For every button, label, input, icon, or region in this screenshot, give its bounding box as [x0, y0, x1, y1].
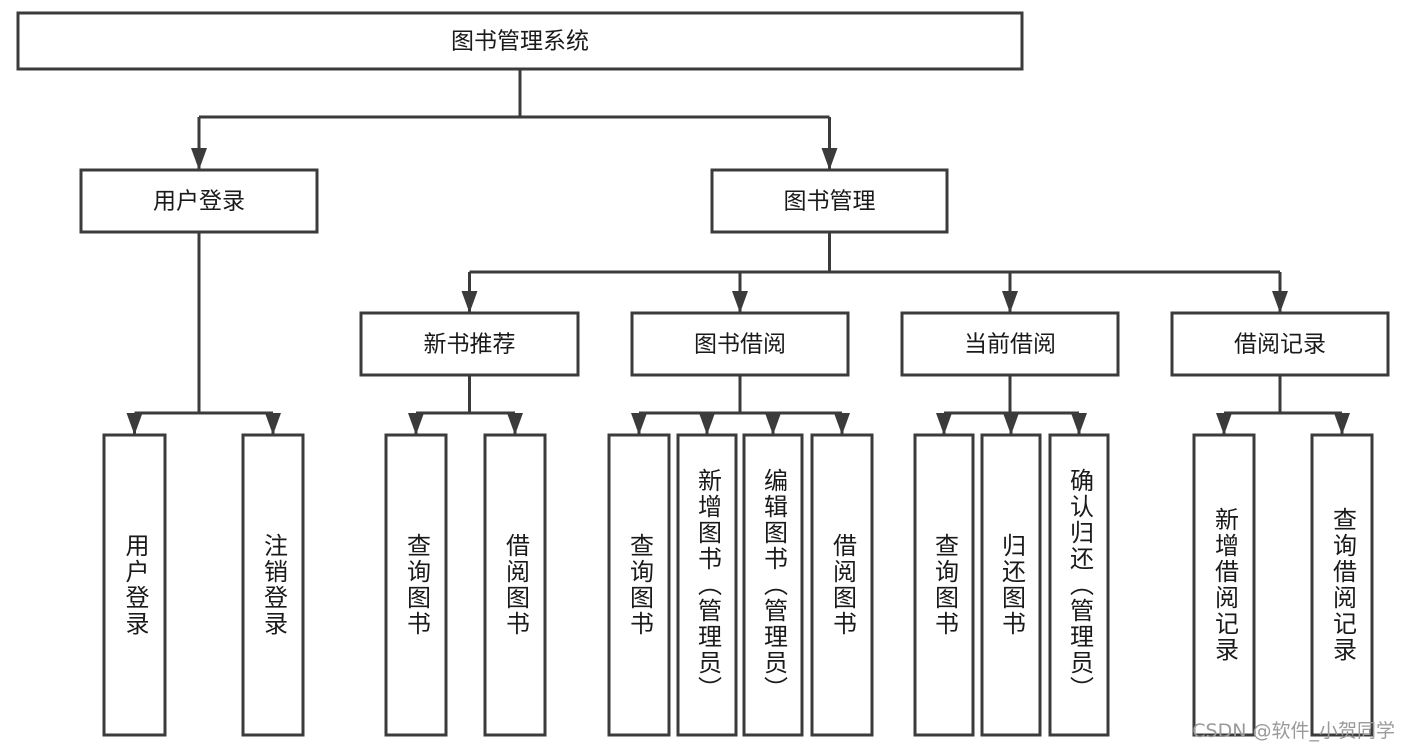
node-box-leaf-query-book-recommend[interactable]: [384, 433, 448, 737]
arrow-head-icon: [936, 413, 952, 435]
node-box-leaf-query-book-borrow[interactable]: [607, 433, 671, 737]
node-label-book-borrow: 图书借阅: [694, 332, 786, 358]
node-box-leaf-user-login[interactable]: [102, 433, 167, 737]
node-box-leaf-edit-book-admin[interactable]: [742, 433, 804, 737]
arrow-head-icon: [1272, 291, 1288, 313]
arrow-head-icon: [1334, 413, 1350, 435]
arrow-head-icon: [732, 291, 748, 313]
arrow-head-icon: [507, 413, 523, 435]
node-box-leaf-borrow-book[interactable]: [810, 433, 874, 737]
node-box-book-management[interactable]: [710, 168, 949, 234]
node-box-leaf-add-borrow-record[interactable]: [1192, 433, 1256, 737]
node-label-new-book-recommend: 新书推荐: [424, 332, 516, 358]
node-box-leaf-logout-login[interactable]: [241, 433, 305, 737]
arrow-head-icon: [1071, 413, 1087, 435]
node-box-leaf-query-borrow-record[interactable]: [1310, 433, 1374, 737]
node-box-user-login[interactable]: [79, 168, 319, 234]
node-label-user-login: 用户登录: [153, 189, 245, 215]
arrow-head-icon: [631, 413, 647, 435]
arrow-head-icon: [699, 413, 715, 435]
node-box-borrow-record[interactable]: [1170, 311, 1390, 377]
connector-group: [126, 69, 1350, 435]
node-label-book-management: 图书管理: [784, 189, 876, 215]
node-box-root[interactable]: [16, 11, 1024, 71]
node-box-leaf-confirm-return-admin[interactable]: [1048, 433, 1110, 737]
node-box-new-book-recommend[interactable]: [359, 311, 580, 377]
arrow-head-icon: [461, 291, 478, 313]
node-box-leaf-query-book-current[interactable]: [913, 433, 975, 737]
arrow-head-icon: [765, 413, 781, 435]
node-label-root: 图书管理系统: [451, 29, 589, 55]
node-box-book-borrow[interactable]: [630, 311, 850, 377]
arrow-head-icon: [1216, 413, 1232, 435]
arrow-head-icon: [126, 413, 143, 435]
arrow-head-icon: [1003, 413, 1019, 435]
arrow-head-icon: [408, 413, 424, 435]
node-box-leaf-return-book[interactable]: [980, 433, 1042, 737]
node-label-current-borrow: 当前借阅: [964, 332, 1056, 358]
node-box-group: [16, 11, 1390, 737]
node-label-borrow-record: 借阅记录: [1234, 332, 1326, 358]
arrow-head-icon: [834, 413, 850, 435]
arrow-head-icon: [1002, 291, 1018, 313]
node-box-current-borrow[interactable]: [900, 311, 1120, 377]
arrow-head-icon: [821, 148, 838, 170]
watermark-text: CSDN @软件_小贺同学: [1192, 720, 1395, 742]
node-box-leaf-add-book-admin[interactable]: [676, 433, 738, 737]
arrow-head-icon: [191, 148, 207, 170]
arrow-head-icon: [265, 413, 281, 435]
node-box-leaf-borrow-book-recommend[interactable]: [483, 433, 547, 737]
